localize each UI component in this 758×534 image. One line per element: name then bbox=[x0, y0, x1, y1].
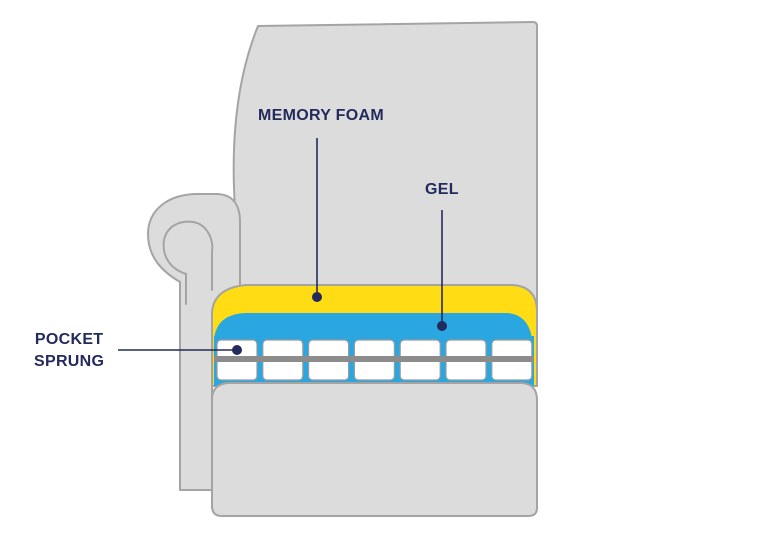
pocket-sprung-label-line2: SPRUNG bbox=[34, 353, 105, 370]
memory-foam-marker-dot bbox=[312, 292, 322, 302]
gel-label: GEL bbox=[425, 181, 459, 198]
pocket-sprung-label-line1: POCKET bbox=[34, 331, 104, 348]
armrest-scroll bbox=[162, 220, 214, 305]
pocket-sprung-marker-dot bbox=[232, 345, 242, 355]
pocket-spring-row bbox=[214, 339, 534, 381]
seat-base bbox=[211, 382, 538, 517]
memory-foam-label: MEMORY FOAM bbox=[258, 107, 384, 124]
spring-band bbox=[214, 356, 534, 362]
sofa-back bbox=[232, 21, 538, 331]
pocket-sprung-label: POCKET SPRUNG bbox=[34, 329, 104, 373]
gel-marker-dot bbox=[437, 321, 447, 331]
sofa-armrest bbox=[147, 193, 241, 491]
